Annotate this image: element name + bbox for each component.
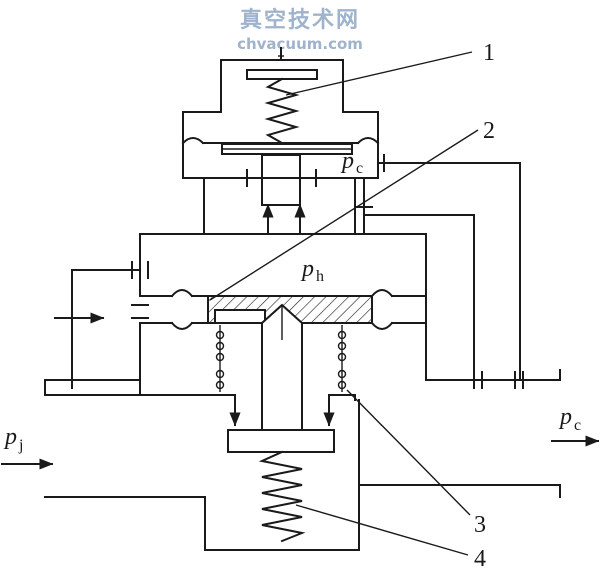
leader-line-1 bbox=[285, 51, 473, 96]
leader-line-2 bbox=[209, 129, 479, 301]
label-pc-top: p c bbox=[340, 148, 363, 177]
pilot-spring bbox=[264, 77, 300, 145]
label-ph: p h bbox=[300, 256, 324, 285]
callout-1: 1 bbox=[483, 40, 495, 66]
svg-text:p: p bbox=[300, 256, 314, 282]
watermark-chinese: 真空技术网 bbox=[240, 7, 360, 33]
svg-text:j: j bbox=[18, 437, 23, 454]
svg-text:h: h bbox=[316, 268, 324, 285]
main-valve-body bbox=[139, 233, 427, 431]
chain-spring-left bbox=[215, 325, 225, 392]
svg-text:c: c bbox=[574, 417, 581, 434]
svg-text:c: c bbox=[356, 160, 363, 177]
callout-2: 2 bbox=[483, 118, 495, 144]
right-sensing-lines bbox=[355, 154, 561, 389]
label-pc-right: p c bbox=[558, 404, 581, 434]
svg-text:p: p bbox=[3, 424, 17, 450]
main-spring bbox=[258, 450, 306, 543]
leader-line-4 bbox=[295, 504, 469, 556]
callout-4: 4 bbox=[474, 546, 486, 571]
leader-line-3 bbox=[346, 389, 471, 516]
watermark-url: chvacuum.com bbox=[237, 35, 363, 53]
valve-disc bbox=[227, 429, 335, 453]
svg-text:p: p bbox=[340, 148, 354, 174]
lower-housing bbox=[44, 399, 561, 551]
callout-3: 3 bbox=[474, 512, 486, 538]
svg-text:p: p bbox=[558, 404, 572, 430]
left-sensing-line bbox=[44, 261, 149, 396]
chain-spring-right bbox=[337, 325, 347, 392]
label-pj: p j bbox=[3, 424, 23, 454]
